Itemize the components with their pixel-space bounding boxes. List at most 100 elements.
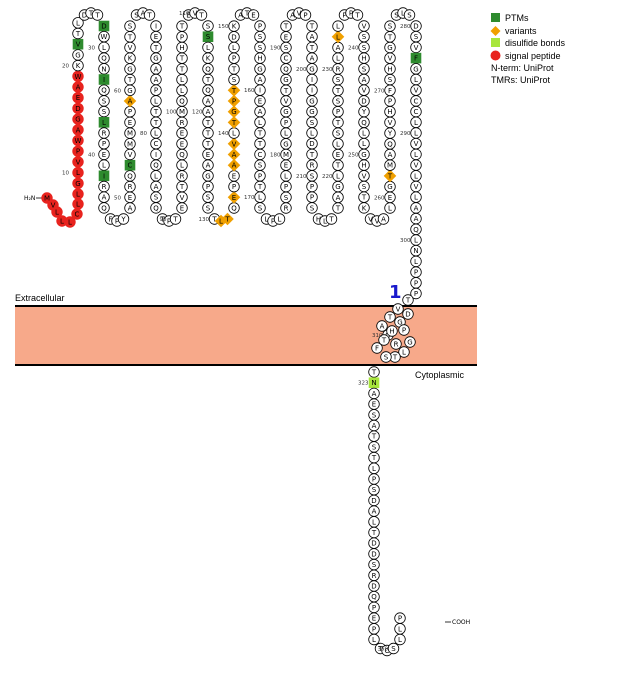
residue-238: V (358, 20, 370, 32)
residue-51-letter: R (128, 183, 133, 191)
position-number-80: 80 (140, 131, 147, 137)
residue-350: S (387, 642, 400, 655)
residue-148-letter: L (232, 44, 236, 52)
residue-319: D (402, 308, 414, 320)
c-terminus-label: COOH (452, 619, 470, 626)
position-numbers: 1020304050608090100110120130140150160170… (62, 11, 411, 653)
legend-disulfide-swatch (491, 38, 500, 47)
residue-11: V (72, 156, 84, 168)
residue-68-letter: A (141, 10, 146, 18)
residue-277-letter: S (394, 12, 399, 20)
residue-319-shape (402, 308, 414, 320)
residue-216-letter: T (328, 216, 334, 224)
residue-262: T (383, 169, 397, 183)
residue-333: S (368, 484, 380, 496)
residue-112: S (202, 20, 214, 32)
residue-209-letter: R (310, 162, 315, 170)
residue-74-letter: A (154, 65, 159, 73)
residue-222-letter: E (336, 151, 340, 159)
position-number-160: 160 (244, 88, 255, 94)
residue-128: S (202, 191, 214, 203)
residue-231-letter: L (336, 55, 340, 63)
residue-286-letter: V (414, 87, 419, 95)
residue-24-shape (72, 17, 84, 29)
residue-316-letter: T (381, 337, 387, 345)
residue-114: L (202, 41, 214, 54)
residue-169-letter: T (257, 183, 263, 191)
legend-signal-swatch (490, 50, 501, 61)
residue-9: G (72, 177, 84, 190)
residue-134: E (227, 191, 241, 204)
residue-119: A (202, 95, 214, 107)
residue-3-shape (51, 206, 63, 218)
residue-89-letter: P (167, 218, 171, 226)
residue-144: T (227, 84, 241, 97)
residue-173-letter: P (271, 218, 275, 226)
residue-190: S (280, 41, 292, 54)
residue-78-letter: T (153, 108, 159, 116)
residue-275: T (384, 31, 396, 43)
legend-ptm-swatch (491, 13, 500, 22)
residue-90-letter: T (172, 216, 178, 224)
residue-300: L (410, 234, 422, 246)
residue-174: L (273, 213, 286, 225)
residue-147-letter: P (232, 55, 236, 63)
residue-7-letter: L (76, 201, 80, 209)
residue-56: M (124, 127, 136, 139)
residue-162: A (254, 105, 266, 118)
residue-321: G (404, 336, 416, 348)
residue-344-letter: P (372, 604, 376, 612)
residue-288-letter: C (414, 108, 419, 116)
residue-233-letter: L (336, 33, 340, 41)
residue-343: Q (368, 591, 380, 603)
residue-193-letter: A (290, 12, 295, 20)
residue-140-letter: L (232, 130, 236, 138)
residue-209: R (306, 159, 318, 171)
residue-310-letter: G (385, 332, 390, 340)
residue-125-letter: A (206, 162, 211, 170)
residue-48-shape (117, 213, 130, 225)
residue-23-letter: T (75, 30, 81, 38)
residue-311-letter: R (394, 341, 399, 349)
extracellular-label: Extracellular (15, 293, 65, 303)
residue-290-letter: L (414, 130, 418, 138)
residue-71-letter: E (154, 33, 158, 41)
residue-287-letter: C (414, 97, 419, 105)
residue-116: Q (202, 63, 214, 75)
legend-disulfide-label: disulfide bonds (505, 38, 566, 48)
residue-135-letter: P (232, 183, 236, 191)
residue-133: Q (228, 202, 240, 214)
residue-294-letter: L (414, 172, 418, 180)
residue-154: P (254, 20, 266, 32)
residue-236-letter: P (349, 10, 353, 18)
position-number-190: 190 (270, 46, 281, 52)
residue-169: T (254, 180, 266, 193)
residue-114-letter: L (206, 44, 210, 52)
residue-347: L (368, 633, 380, 646)
residue-312-shape (398, 346, 410, 358)
residue-327: A (368, 419, 380, 432)
residue-182: L (280, 127, 292, 139)
residue-118: Q (202, 84, 214, 96)
legend-tmr-source: TMRs: UniProt (491, 75, 551, 85)
residue-119-letter: A (206, 97, 211, 105)
residue-104: T (176, 63, 188, 75)
residue-303: P (410, 266, 422, 278)
residue-221: T (332, 159, 344, 171)
residue-304-letter: P (414, 279, 418, 287)
residue-145-letter: S (232, 76, 237, 84)
position-number-90: 90 (160, 217, 167, 223)
residue-5-shape (64, 216, 76, 228)
residue-311-shape (390, 338, 402, 350)
residue-116-letter: Q (205, 65, 211, 73)
residue-164: T (254, 127, 266, 139)
residue-42-shape (98, 170, 110, 182)
residue-317-letter: H (389, 328, 394, 336)
residue-203-letter: G (309, 97, 314, 105)
residue-271-letter: S (388, 76, 393, 84)
residue-208-letter: T (309, 151, 315, 159)
residue-191: E (280, 31, 292, 43)
residue-305-letter: P (414, 290, 418, 298)
legend: PTMs variants disulfide bonds signal pep… (490, 13, 566, 85)
residue-53: C (124, 159, 136, 171)
